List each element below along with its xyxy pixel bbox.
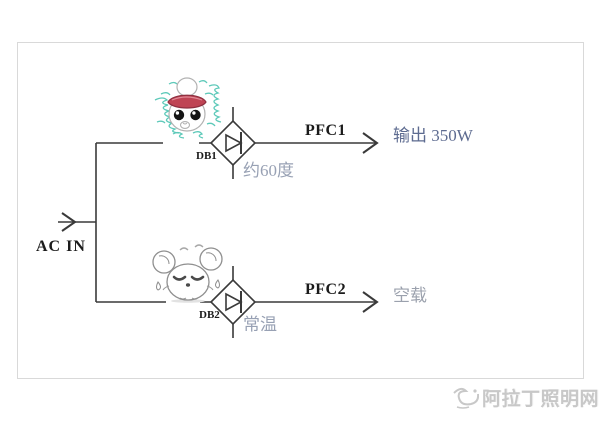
condition-ambient-label: 常温 [243, 315, 277, 334]
output-350w-label: 输出 350W [393, 126, 473, 145]
db2-label: DB2 [199, 309, 220, 321]
diagram-frame [17, 42, 584, 379]
pfc1-label: PFC1 [305, 122, 347, 139]
db1-label: DB1 [196, 150, 217, 162]
pfc2-arrowhead-icon [362, 291, 379, 313]
ac-arrowhead-icon [61, 212, 77, 232]
watermark: 阿拉丁照明网 [447, 384, 599, 411]
pfc1-arrowhead-icon [362, 132, 379, 154]
ac-in-label: AC IN [36, 238, 86, 255]
watermark-text: 阿拉丁照明网 [482, 389, 600, 410]
genie-lamp-icon [453, 387, 479, 409]
db1-diode-triangle [225, 133, 243, 153]
overheated-mouse-icon [154, 77, 222, 139]
db2-diode-triangle [225, 292, 243, 312]
no-load-label: 空载 [393, 286, 427, 305]
pfc2-label: PFC2 [305, 281, 347, 298]
condition-60c-label: 约60度 [243, 161, 294, 180]
relaxed-mouse-icon [152, 244, 223, 303]
